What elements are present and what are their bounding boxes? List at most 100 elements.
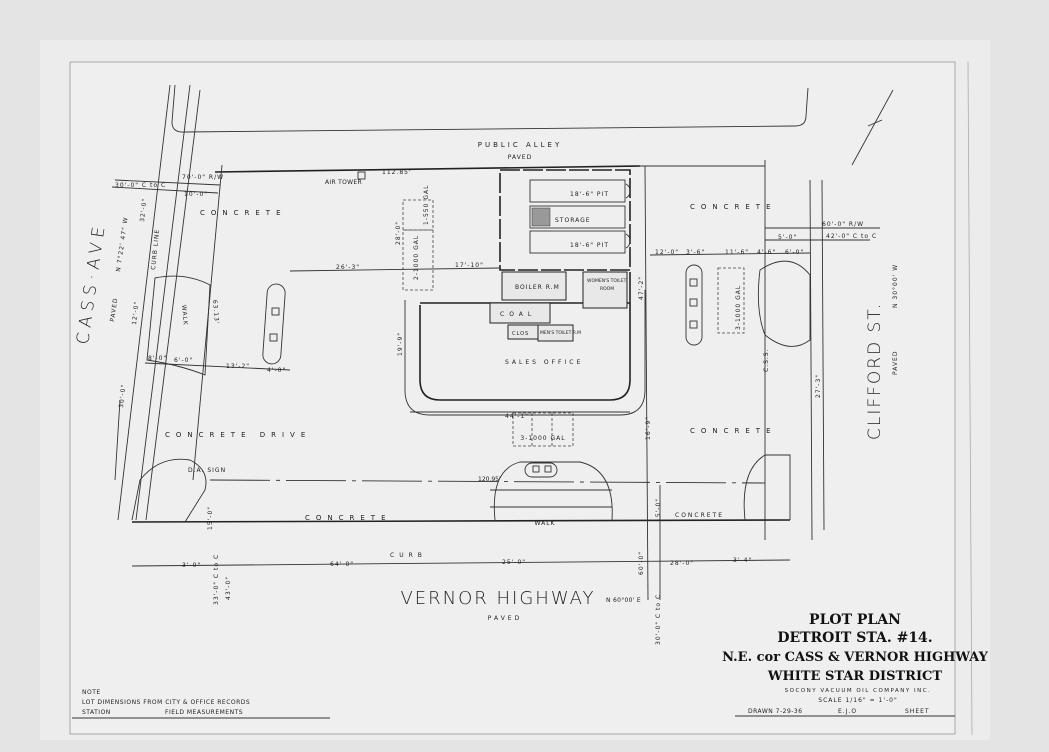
dimension-label: 8'-0" [148, 355, 167, 362]
note-line: FIELD MEASUREMENTS [165, 709, 243, 716]
dimension-label: 3'-6" [686, 249, 705, 256]
walk-label: WALK [180, 305, 189, 327]
dimension-label: 15'-0" [655, 498, 662, 522]
curb-line-label: CURB LINE [150, 229, 161, 271]
dimension-label: 13'-2" [226, 363, 250, 370]
dimension-label: 30'-0" C to C [115, 182, 166, 189]
vernor-highway-label: VERNOR HIGHWAY [400, 588, 595, 609]
clifford-st-label: CLIFFORD ST. [865, 302, 885, 440]
dimension-label: 43'-0" [225, 576, 232, 600]
hatched-area [531, 207, 551, 227]
dimension-label: 3'-4" [733, 557, 752, 564]
dimension-label: 44'-1" [505, 413, 529, 420]
station-building: 18'-6" PIT STORAGE 18'-6" PIT BOILER R.M… [404, 169, 646, 416]
concrete-drive-label: CONCRETE DRIVE [165, 431, 311, 439]
pump-island-right [685, 264, 703, 346]
tanks: 1-550 GAL 2-1000 GAL 3-1000 GAL 3-1000 G… [402, 185, 745, 447]
dimension-label: 3'-0" [182, 562, 201, 569]
coal-room-label: COAL [500, 311, 536, 318]
da-sign-label: D.A. SIGN [188, 467, 226, 474]
vernor-paved: PAVED [488, 615, 522, 622]
sheet-label: SHEET [905, 708, 930, 715]
dimension-label: 64'-0" [330, 561, 354, 568]
dimension-label: 26'-3" [336, 264, 360, 271]
dimension-label: 19'-9" [397, 332, 404, 356]
scale-label: SCALE 1/16" = 1'-0" [818, 697, 897, 704]
dimension-label: 33'-0" C to C [213, 554, 220, 605]
dimension-label: 30'-0" C to C [655, 594, 662, 645]
concrete-label: CONCRETE [690, 203, 777, 211]
cass-ave-paved: PAVED [109, 297, 119, 322]
closet-label: CLOS [512, 331, 529, 337]
vernor-highway-street: VERNOR HIGHWAY N 60°00' E PAVED [131, 559, 791, 622]
storage-label: STORAGE [555, 217, 591, 224]
clifford-st-bearing: N 30°00' W [892, 264, 899, 308]
pump-island-left [262, 283, 286, 365]
boiler-room-label: BOILER R.M [515, 284, 560, 291]
concrete-label: CONCRETE [675, 512, 724, 519]
air-tower-label: AIR TOWER [325, 179, 362, 186]
dimension-label: 10'-0" [184, 191, 208, 198]
walks: WALK WALK [131, 260, 811, 527]
tank-label: 1-550 GAL [423, 185, 430, 225]
dimension-label: 4'-0" [267, 367, 286, 374]
tank-label: 2-1000 GAL [413, 235, 420, 280]
drawn-date: DRAWN 7-29-36 [748, 708, 803, 715]
dimension-lines [111, 165, 880, 601]
clifford-st-paved: PAVED [892, 351, 899, 375]
public-alley: PUBLIC ALLEY PAVED [171, 84, 809, 161]
sales-office-label: SALES OFFICE [505, 359, 583, 366]
pit-label: 18'-6" PIT [570, 242, 609, 249]
drawing-border [69, 61, 956, 735]
drawn-initials: E.J.O [838, 708, 857, 715]
dimension-labels: 112.85' 70'-0" R/W 30'-0" C to C 10'-0" … [115, 169, 877, 645]
dimension-label: 60'-0" R/W [822, 221, 864, 228]
dimension-label: 112.85' [382, 169, 412, 176]
area-labels: CONCRETE CONCRETE CONCRETE CONCRETE CONC… [150, 203, 777, 559]
dimension-label: 12'-0" [655, 249, 679, 256]
tank-label: 3-1000 GAL [735, 285, 742, 330]
tank-label: 3-1000 GAL [520, 435, 565, 442]
air-tower-icon [357, 171, 366, 180]
pit-label: 18'-6" PIT [570, 191, 609, 198]
property-lines [131, 160, 791, 540]
dimension-label: 28'-0" [395, 221, 402, 245]
dimension-label: 42'-0" C to C [826, 233, 877, 240]
dimension-label: 47'-2" [638, 276, 645, 300]
alley-paved-label: PAVED [508, 154, 532, 161]
dimension-label: 17'-10" [455, 262, 484, 269]
alley-label: PUBLIC ALLEY [478, 141, 563, 149]
curb-label: CURB [390, 552, 427, 559]
dimension-label: 5'-0" [778, 234, 797, 241]
dimension-label: 60'-0" [638, 551, 645, 575]
concrete-label: CONCRETE [690, 427, 777, 435]
note-line: STATION [82, 709, 111, 716]
dimension-label: 63.13' [211, 300, 220, 325]
dimension-label: 4'-6" [757, 249, 776, 256]
womens-toilet-label-2: ROOM [600, 286, 614, 292]
dimension-label: 16'-9" [645, 416, 652, 440]
note-title: NOTE [82, 689, 101, 696]
dimension-label: 11'-6" [725, 249, 749, 256]
title-district: WHITE STAR DISTRICT [767, 669, 942, 684]
dimension-label: 12'-0" [131, 301, 140, 326]
pump-island-front [524, 462, 558, 478]
title-station: DETROIT STA. #14. [777, 630, 932, 646]
title-plot-plan: PLOT PLAN [809, 612, 901, 628]
concrete-label: CONCRETE [305, 514, 392, 522]
dimension-label: 32'-0" [139, 198, 148, 223]
north-arrow-icon [851, 89, 894, 166]
title-block: PLOT PLAN DETROIT STA. #14. N.E. cor CAS… [722, 612, 989, 717]
note-line: LOT DIMENSIONS FROM CITY & OFFICE RECORD… [82, 699, 250, 706]
dimension-label: 6'-0" [785, 249, 804, 256]
dimension-label: 27'-3" [815, 374, 822, 398]
title-location: N.E. cor CASS & VERNOR HIGHWAY [722, 650, 989, 665]
dimension-label: 28'-0" [670, 560, 694, 567]
walk-label: WALK [535, 520, 556, 527]
mens-toilet-label: MEN'S TOILET R.M [540, 330, 581, 336]
notes-block: NOTE LOT DIMENSIONS FROM CITY & OFFICE R… [72, 689, 330, 719]
dimension-label: 15'-0" [207, 506, 214, 530]
dimension-label: 6'-0" [174, 357, 193, 364]
